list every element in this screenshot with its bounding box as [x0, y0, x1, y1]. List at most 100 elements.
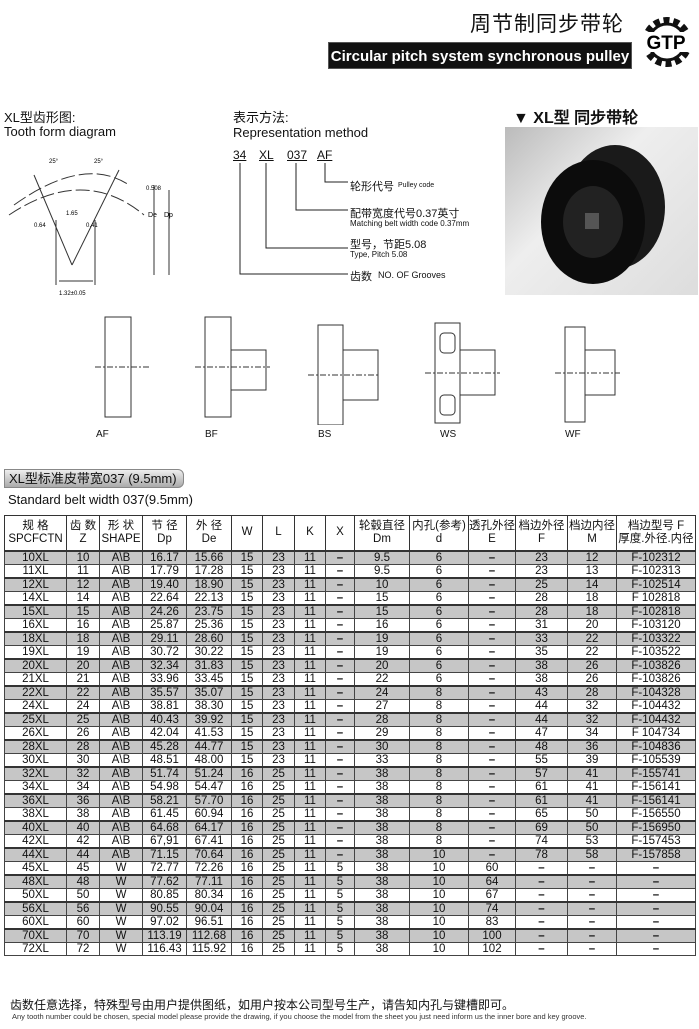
table-cell: – [325, 549, 355, 565]
pulley-code-en: Pulley code [398, 182, 435, 189]
table-cell: – [468, 765, 516, 781]
table-cell: – [325, 846, 355, 862]
table-cell: F 104734 [616, 725, 696, 740]
table-cell: 67.41 [186, 833, 232, 848]
table-cell: 23 [262, 549, 295, 565]
table-cell: 38 [354, 819, 410, 835]
svg-text:GTP: GTP [646, 33, 685, 54]
table-cell: 5 [325, 887, 355, 902]
table-cell: 29.11 [142, 630, 187, 646]
table-cell: 45XL [4, 860, 67, 875]
table-cell: 65 [515, 806, 568, 821]
table-cell: 11 [294, 657, 326, 673]
table-cell: – [567, 941, 617, 956]
table-cell: 11 [294, 846, 326, 862]
table-cell: 78 [515, 846, 568, 862]
table-cell: – [468, 819, 516, 835]
table-cell: 21XL [4, 671, 67, 686]
tooth-form-title-en: Tooth form diagram [4, 124, 116, 139]
table-cell: 23 [262, 644, 295, 659]
table-cell: 5 [325, 941, 355, 956]
header-en: F [537, 532, 546, 545]
product-photo-title: ▼ XL型 同步带轮 [513, 110, 639, 127]
table-cell: 15 [231, 563, 263, 578]
header-cn: 节 径 [151, 519, 178, 532]
table-cell: A\B [99, 630, 143, 646]
header-en: Dm [373, 532, 391, 545]
table-cell: 9.5 [354, 563, 410, 578]
table-cell: 11 [294, 806, 326, 821]
table-cell: – [468, 752, 516, 767]
pulley-photo [505, 127, 698, 295]
table-cell: 12XL [4, 576, 67, 592]
table-cell: 55 [515, 752, 568, 767]
table-cell: – [567, 914, 617, 929]
table-cell: 25.87 [142, 617, 187, 632]
table-cell: F-156550 [616, 806, 696, 821]
table-cell: 6 [409, 657, 469, 673]
table-cell: 34 [567, 725, 617, 740]
table-cell: A\B [99, 711, 143, 727]
table-cell: 72.77 [142, 860, 187, 875]
table-cell: 67,91 [142, 833, 187, 848]
table-cell: 15 [231, 644, 263, 659]
table-cell: 10XL [4, 549, 67, 565]
table-cell: 16 [231, 833, 263, 848]
table-cell: 38XL [4, 806, 67, 821]
table-cell: 16 [231, 873, 263, 889]
table-cell: 8 [409, 752, 469, 767]
table-cell: – [325, 806, 355, 821]
table-cell: 21 [66, 671, 100, 686]
table-cell: 58 [567, 846, 617, 862]
table-cell: 11 [294, 549, 326, 565]
header-cn: 外 径 [195, 519, 223, 532]
table-cell: 44 [515, 698, 568, 713]
table-cell: 36XL [4, 792, 67, 808]
table-cell: 38 [354, 900, 410, 916]
table-cell: 15 [354, 603, 410, 619]
header-cn: 齿 数 [69, 519, 97, 532]
table-cell: A\B [99, 698, 143, 713]
table-cell: 97.02 [142, 914, 187, 929]
column-header: K [294, 515, 326, 551]
table-cell: – [515, 941, 568, 956]
table-cell: 60 [66, 914, 100, 929]
table-cell: 16 [231, 900, 263, 916]
table-cell: 8 [409, 725, 469, 740]
table-cell: 11 [294, 860, 326, 875]
table-cell: 6 [409, 549, 469, 565]
table-cell: – [468, 657, 516, 673]
table-cell: – [616, 900, 696, 916]
table-cell: W [99, 941, 143, 956]
table-cell: 8 [409, 806, 469, 821]
table-cell: 50XL [4, 887, 67, 902]
table-cell: 25 [262, 833, 295, 848]
table-cell: F-156950 [616, 819, 696, 835]
table-cell: 57.70 [186, 792, 232, 808]
table-cell: F-103826 [616, 657, 696, 673]
table-cell: A\B [99, 617, 143, 632]
table-cell: 28 [567, 684, 617, 700]
table-cell: 22 [567, 630, 617, 646]
table-cell: 30.72 [142, 644, 187, 659]
table-cell: – [325, 698, 355, 713]
table-cell: 11XL [4, 563, 67, 578]
table-cell: 64 [468, 873, 516, 889]
svg-text:Dp: Dp [164, 212, 173, 219]
grooves-en: NO. OF Grooves [378, 270, 446, 280]
table-cell: 16 [231, 860, 263, 875]
representation-title-en: Representation method [233, 125, 369, 140]
table-cell: 36 [66, 792, 100, 808]
representation-title-cn: 表示方法: [233, 110, 289, 125]
table-cell: 25 [262, 887, 295, 902]
table-cell: – [515, 900, 568, 916]
table-cell: 34 [66, 779, 100, 794]
table-cell: 15.66 [186, 549, 232, 565]
table-cell: – [468, 590, 516, 605]
